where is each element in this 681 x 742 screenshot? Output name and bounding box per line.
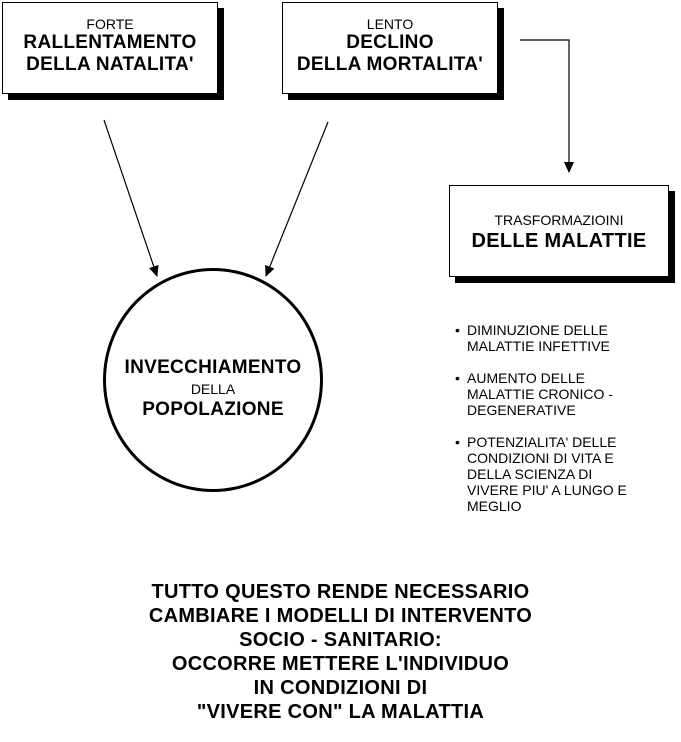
bullet-text: DIMINUZIONE DELLE MALATTIE INFETTIVE xyxy=(467,322,610,354)
box-trasformazioni-malattie: TRASFORMAZIOINI DELLE MALATTIE xyxy=(449,185,669,277)
circle-title-line3: POPOLAZIONE xyxy=(142,399,284,420)
box-malattie-qualifier: TRASFORMAZIOINI xyxy=(494,212,624,228)
conclusion-line: TUTTO QUESTO RENDE NECESSARIO xyxy=(151,581,530,603)
conclusion-line: "VIVERE CON" LA MALATTIA xyxy=(196,701,485,723)
box-rallentamento-natalita: FORTE RALLENTAMENTO DELLA NATALITA' xyxy=(2,2,218,94)
circle-invecchiamento-popolazione: INVECCHIAMENTO DELLA POPOLAZIONE xyxy=(103,268,323,492)
bullet-dot-icon: • xyxy=(455,370,460,386)
circle-title-line2: DELLA xyxy=(190,381,236,397)
conclusion-line: CAMBIARE I MODELLI DI INTERVENTO xyxy=(148,605,533,627)
bullet-text: AUMENTO DELLE MALATTIE CRONICO - DEGENER… xyxy=(467,370,613,418)
bullet-dot-icon: • xyxy=(455,434,460,450)
box-natalita-qualifier: FORTE xyxy=(86,16,134,32)
arrow-mortalita-to-invecchiamento xyxy=(265,121,329,277)
box-mortalita-title-line2: DELLA MORTALITA' xyxy=(296,54,484,75)
arrow-mortalita-to-malattie xyxy=(520,39,574,173)
box-mortalita-qualifier: LENTO xyxy=(366,16,414,32)
box-mortalita-title-line1: DECLINO xyxy=(346,32,434,53)
conclusion-line: SOCIO - SANITARIO: xyxy=(239,629,442,651)
box-natalita-title-line1: RALLENTAMENTO xyxy=(23,32,197,53)
conclusion-text: TUTTO QUESTO RENDE NECESSARIO CAMBIARE I… xyxy=(0,580,681,724)
list-item: • AUMENTO DELLE MALATTIE CRONICO - DEGEN… xyxy=(455,370,679,418)
bullet-text: POTENZIALITA' DELLE CONDIZIONI DI VITA E… xyxy=(467,434,627,514)
circle-title-line1: INVECCHIAMENTO xyxy=(124,357,302,378)
list-item: • POTENZIALITA' DELLE CONDIZIONI DI VITA… xyxy=(455,434,679,514)
list-item: • DIMINUZIONE DELLE MALATTIE INFETTIVE xyxy=(455,322,679,354)
malattie-bullet-list: • DIMINUZIONE DELLE MALATTIE INFETTIVE •… xyxy=(455,322,679,530)
box-declino-mortalita: LENTO DECLINO DELLA MORTALITA' xyxy=(282,2,498,94)
arrow-natalita-to-invecchiamento xyxy=(103,119,159,277)
box-malattie-title: DELLE MALATTIE xyxy=(471,230,647,252)
conclusion-line: OCCORRE METTERE L'INDIVIDUO xyxy=(171,653,510,675)
conclusion-line: IN CONDIZIONI DI xyxy=(253,677,428,699)
bullet-dot-icon: • xyxy=(455,322,460,338)
box-natalita-title-line2: DELLA NATALITA' xyxy=(26,54,194,75)
